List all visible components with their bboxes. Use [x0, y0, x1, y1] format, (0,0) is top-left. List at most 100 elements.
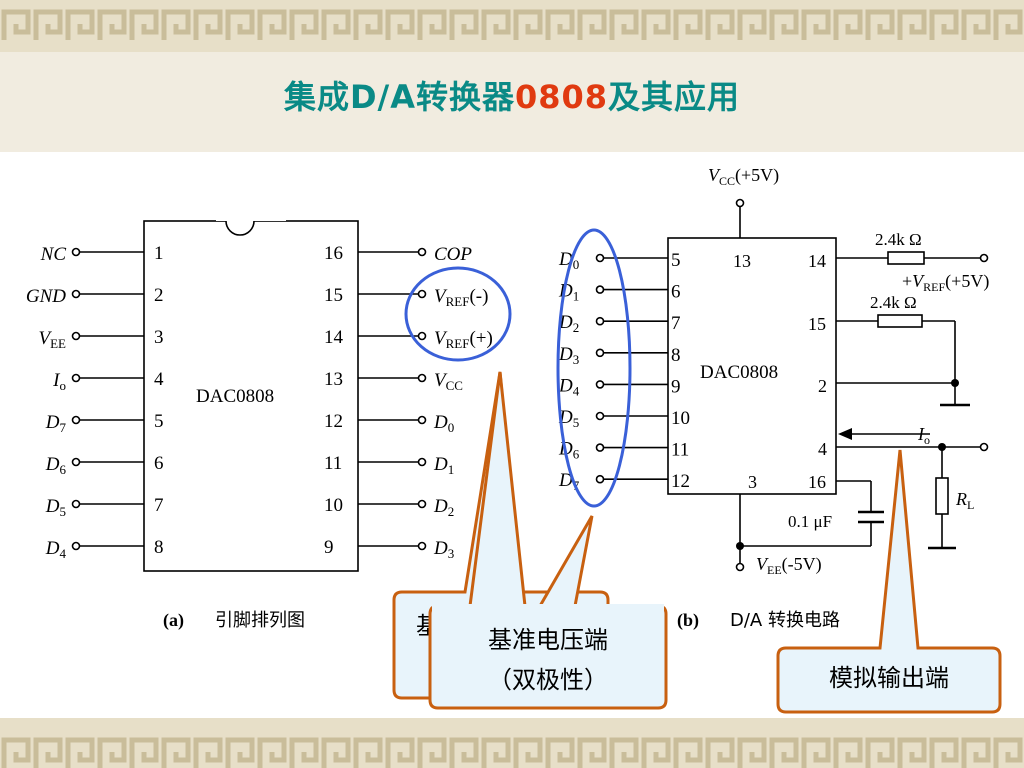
- pin-4-number: 4: [818, 439, 827, 459]
- chip-a-right-pin-label: D3: [433, 538, 454, 561]
- title-text-5: 及其应用: [608, 78, 741, 116]
- vcc-label: VCC(+5V): [708, 165, 779, 188]
- chip-b-input-pin-number: 10: [671, 408, 690, 429]
- chip-a-left-pin-label: D4: [45, 538, 67, 561]
- chip-a-left-pin-label: VEE: [39, 328, 67, 351]
- callout-vref-line2: （双极性）: [488, 666, 608, 694]
- chip-a-right-pin-label: COP: [434, 244, 472, 265]
- chip-a-left-pin-number: 5: [154, 411, 164, 432]
- chip-b-input-terminal: [595, 253, 605, 263]
- chip-a-left-terminal: [71, 541, 81, 551]
- chip-a-right-pin-number: 11: [324, 453, 342, 474]
- chip-a-left-pin-label: D5: [45, 496, 66, 519]
- chip-a-right-pin-number: 12: [324, 411, 343, 432]
- chip-b-input-terminal: [595, 474, 605, 484]
- chip-a-right-terminal: [417, 541, 427, 551]
- chip-a-right-pin-label: VREF(+): [434, 328, 493, 351]
- chip-b-input-pin-number: 6: [671, 282, 681, 303]
- chip-a-left-pin-number: 2: [154, 285, 164, 306]
- chip-a-left-terminal: [71, 499, 81, 509]
- title-text-1: 集成: [283, 78, 350, 116]
- chip-a-left-pin-number: 7: [154, 495, 164, 516]
- chip-a-left-terminal: [71, 457, 81, 467]
- chip-a-body: [143, 220, 359, 572]
- pin-3-number: 3: [748, 472, 757, 492]
- chip-b-circuit: DAC0808 VCC(+5V) 13 14 15 2 4 16 3 2.4k …: [556, 165, 989, 577]
- output-terminal: [979, 442, 989, 452]
- io-arrow-head: [838, 428, 852, 440]
- chip-b-input-label: D3: [558, 344, 579, 367]
- chip-a-right-pin-number: 9: [324, 537, 334, 558]
- chip-a-left-pin-number: 6: [154, 453, 164, 474]
- caption-b-text: D/A 转换电路: [730, 610, 840, 631]
- rl-label: RL: [955, 489, 974, 512]
- chip-b-input-label: D6: [558, 439, 580, 462]
- chip-a-right-pin-label: D1: [433, 454, 454, 477]
- title-text-3: 转换器: [415, 78, 515, 116]
- callout-vref-patch: [432, 604, 664, 616]
- chip-b-name: DAC0808: [700, 362, 778, 383]
- caption-a-tag: (a): [163, 610, 184, 631]
- callout-vref-line1: 基准电压端: [488, 626, 608, 654]
- vee-terminal: [735, 562, 745, 572]
- pin-15-number: 15: [808, 314, 826, 334]
- chip-a-right-pin-label: VCC: [434, 370, 463, 393]
- vref-terminal: [979, 253, 989, 263]
- pin-14-number: 14: [808, 251, 826, 271]
- chip-b-input-terminal: [595, 285, 605, 294]
- pin-13-number: 13: [733, 251, 751, 271]
- chip-a-left-terminal: [71, 289, 81, 299]
- chip-a-right-terminal: [417, 499, 427, 509]
- chip-a-left-pin-number: 4: [154, 369, 164, 390]
- chip-a-right-terminal: [417, 247, 427, 257]
- chip-a-right-terminal: [417, 373, 427, 383]
- chip-b-input-terminal: [595, 443, 605, 452]
- cap-label: 0.1 μF: [788, 512, 832, 531]
- slide-title: 集成D/A转换器0808及其应用: [0, 72, 1024, 118]
- data-inputs-highlight: [556, 228, 632, 508]
- chip-b-input-terminal: [595, 316, 605, 326]
- chip-a-right-pin-number: 15: [324, 285, 343, 306]
- vcc-terminal: [735, 198, 745, 208]
- chip-a-left-pin-label: GND: [26, 286, 66, 307]
- vref-label: +VREF(+5V): [902, 271, 989, 294]
- vref-highlight: [404, 266, 512, 362]
- chip-b-input-pin-number: 5: [671, 250, 681, 271]
- chip-b-input-pin-number: 11: [671, 440, 689, 461]
- chip-a-right-terminal: [417, 289, 427, 299]
- chip-b-input-label: D4: [558, 375, 580, 398]
- resistor-1-label: 2.4k Ω: [875, 230, 922, 249]
- chip-a-left-pin-label: NC: [40, 244, 67, 265]
- chip-a-left-terminal: [71, 247, 81, 257]
- load-resistor: [935, 477, 949, 515]
- chip-a-notch: [225, 220, 255, 236]
- io-label: Io: [917, 424, 930, 447]
- chip-a-left-pin-label: D6: [45, 454, 67, 477]
- callout-vref: [428, 371, 668, 710]
- chip-a-name: DAC0808: [196, 386, 274, 407]
- chip-a-right-pin-number: 16: [324, 243, 343, 264]
- chip-b-input-terminal: [595, 411, 605, 421]
- chip-b-input-pin-number: 8: [671, 345, 681, 366]
- vee-label: VEE(-5V): [756, 554, 822, 577]
- chip-b-input-pin-number: 7: [671, 313, 681, 334]
- caption-b-tag: (b): [677, 610, 699, 631]
- chip-a-notch-bg: [216, 197, 286, 221]
- chip-b-input-terminal: [595, 348, 605, 358]
- callout-output: [776, 449, 1002, 714]
- chip-a-left-pin-number: 3: [154, 327, 164, 348]
- chip-a-right-terminal: [417, 415, 427, 425]
- chip-a-right-pin-label: D0: [433, 412, 454, 435]
- vee-node: [736, 542, 744, 550]
- ground-node: [951, 379, 959, 387]
- chip-a-right-pin-label: VREF(-): [434, 286, 488, 309]
- chip-a-right-pin-label: D2: [433, 496, 454, 519]
- chip-a-left-pin-number: 1: [154, 243, 164, 264]
- chip-a-right-terminal: [417, 457, 427, 467]
- chip-a-right-terminal: [417, 331, 427, 341]
- caption-a-text: 引脚排列图: [215, 610, 305, 631]
- chip-a-left-terminal: [71, 373, 81, 383]
